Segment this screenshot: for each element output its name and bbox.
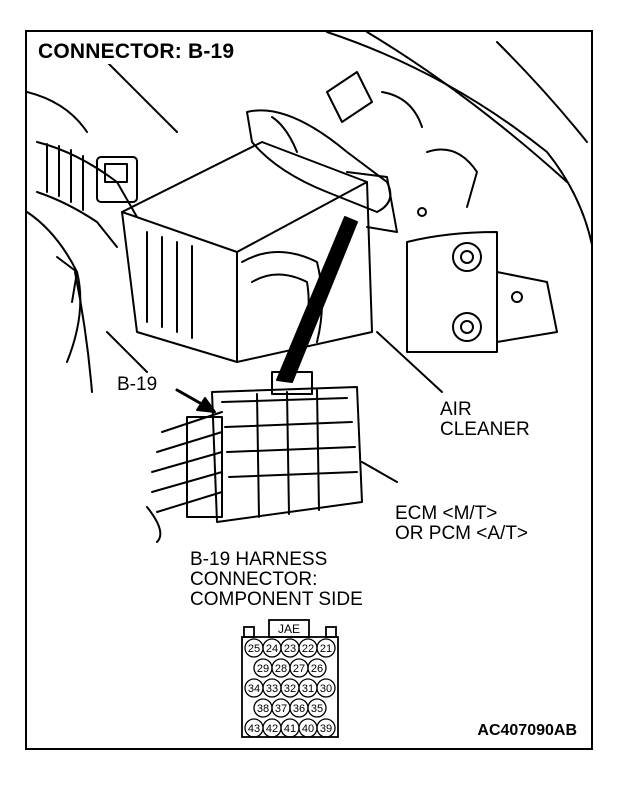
pin-number: 26 xyxy=(311,663,323,675)
engine-bay-illustration xyxy=(27,32,591,543)
pin-circle xyxy=(316,678,336,698)
pin-number: 36 xyxy=(293,703,305,715)
figure-code: AC407090AB xyxy=(477,722,577,739)
pin-number: 43 xyxy=(248,723,260,735)
pin-number: 38 xyxy=(257,703,269,715)
pin-number: 28 xyxy=(275,663,287,675)
pin-number: 30 xyxy=(320,683,332,695)
pin-number: 41 xyxy=(284,723,296,735)
diagram-frame: CONNECTOR: B-19 B-19 AIR CLEANER ECM <M/… xyxy=(25,30,593,750)
pin-number: 33 xyxy=(266,683,278,695)
pin-number: 35 xyxy=(311,703,323,715)
pin-circle xyxy=(316,638,336,658)
pin-number: 40 xyxy=(302,723,314,735)
pin-number: 22 xyxy=(302,643,314,655)
pin-number: 42 xyxy=(266,723,278,735)
ecm-pcm-label: ECM <M/T> OR PCM <A/T> xyxy=(395,503,529,544)
harness-connector-label: B-19 HARNESS CONNECTOR: COMPONENT SIDE xyxy=(190,549,363,610)
pin-number: 24 xyxy=(266,643,278,655)
b19-label: B-19 xyxy=(117,374,158,395)
pin-number: 29 xyxy=(257,663,269,675)
jae-label: JAE xyxy=(278,622,300,636)
pin-connector-diagram: JAE 25 24 23 22 21 29 28 27 26 34 33 32 31 30 38 37 36 35… xyxy=(241,619,339,738)
pin-number: 31 xyxy=(302,683,314,695)
pin-circle xyxy=(307,698,327,718)
connector-title: CONNECTOR: B-19 xyxy=(35,40,238,64)
pin-number: 21 xyxy=(320,643,332,655)
pin-number: 37 xyxy=(275,703,287,715)
air-cleaner-label: AIR CLEANER xyxy=(440,399,530,440)
pin-number: 34 xyxy=(248,683,260,695)
pin-circle xyxy=(307,658,327,678)
pin-number: 23 xyxy=(284,643,296,655)
pin-number: 32 xyxy=(284,683,296,695)
pin-circle xyxy=(316,718,336,738)
pin-number: 25 xyxy=(248,643,260,655)
pin-number: 27 xyxy=(293,663,305,675)
pin-number: 39 xyxy=(320,723,332,735)
